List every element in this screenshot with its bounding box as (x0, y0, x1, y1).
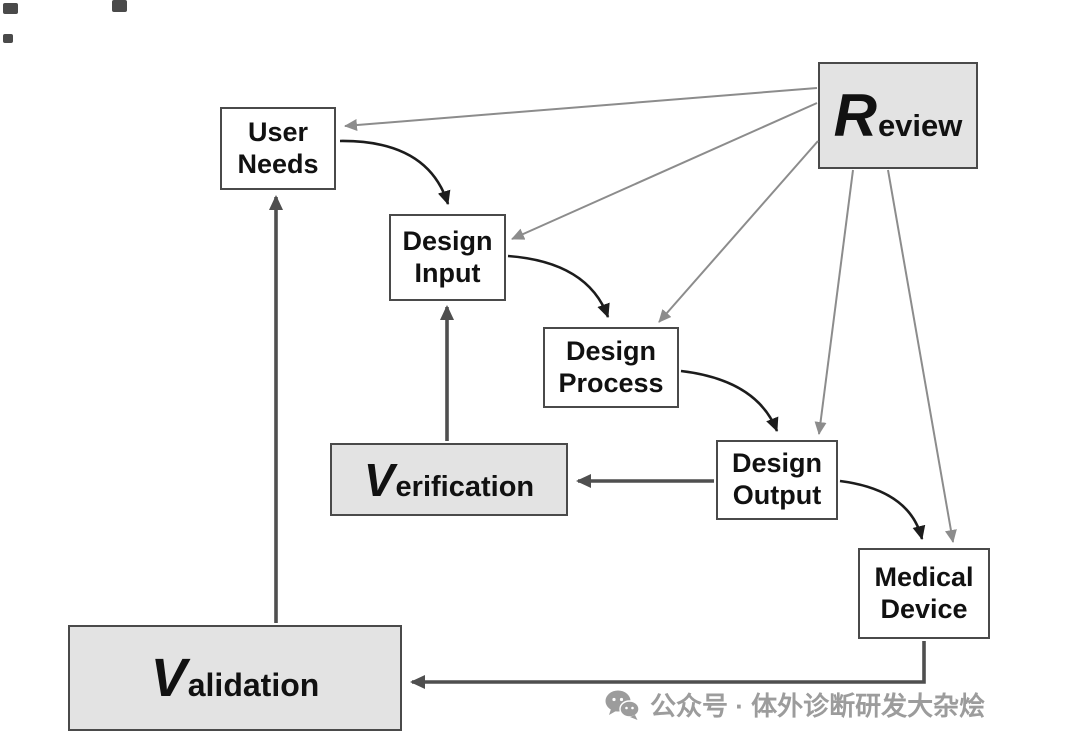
validation-label: Validation (151, 647, 320, 709)
validation-box: Validation (68, 625, 402, 731)
scan-artifact (3, 3, 18, 14)
arrow-medicaldevice-to-validation (410, 641, 926, 689)
design-process-line2: Process (558, 367, 664, 398)
watermark: 公众号 · 体外诊断研发大杂烩 (604, 686, 985, 723)
review-label: Review (834, 81, 963, 150)
user-needs-line1: User (247, 116, 309, 147)
verification-initial: V (363, 453, 396, 506)
medical-device-line2: Device (880, 593, 968, 624)
arrow-review-to-designprocess (658, 140, 819, 323)
verification-box: Verification (330, 443, 568, 516)
review-box: Review (818, 62, 978, 169)
arrow-review-to-medicaldevice (887, 169, 957, 543)
user-needs-line2: Needs (237, 148, 319, 179)
design-input-line1: Design (402, 225, 493, 256)
design-output-line2: Output (732, 480, 822, 510)
watermark-text: 公众号 · 体外诊断研发大杂烩 (650, 691, 986, 721)
arrow-review-to-userneeds (344, 87, 818, 132)
arrow-designoutput-to-medicaldevice (839, 479, 926, 540)
review-rest: eview (877, 108, 963, 143)
design-output-line1: Design (731, 448, 823, 479)
arrow-review-to-designinput (511, 102, 818, 240)
validation-initial: V (150, 648, 188, 708)
wechat-icon (605, 690, 640, 720)
medical-device-line1: Medical (874, 561, 974, 592)
arrow-userneeds-to-designinput (339, 139, 451, 205)
validation-rest: alidation (187, 667, 320, 703)
arrow-designinput-to-designprocess (507, 254, 610, 318)
verification-label: Verification (364, 453, 534, 507)
review-initial: R (833, 82, 878, 149)
design-process-line1: Design (565, 335, 656, 366)
design-input-line2: Input (414, 257, 481, 288)
scan-artifact (112, 0, 127, 12)
arrow-designprocess-to-designoutput (680, 369, 779, 432)
verification-rest: erification (395, 470, 535, 503)
scan-artifact (3, 34, 13, 43)
arrow-review-to-designoutput (814, 169, 854, 435)
